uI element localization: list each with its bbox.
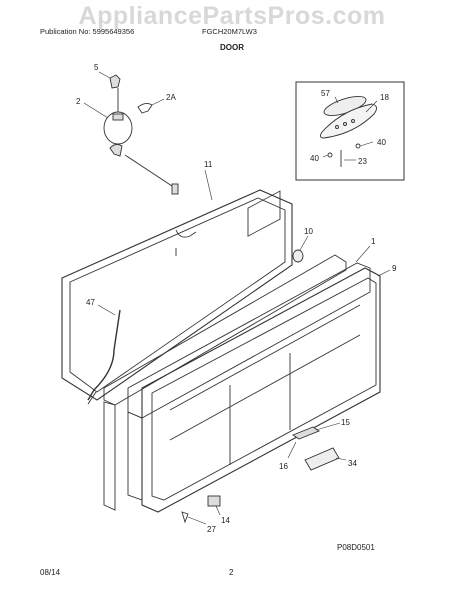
inset-handle-part	[319, 96, 377, 167]
callout-27: 27	[207, 525, 216, 534]
callout-16: 16	[279, 462, 288, 471]
callout-1: 1	[371, 237, 376, 246]
watermark: AppliancePartsPros.com	[78, 2, 386, 30]
model-number: FGCH20M7LW3	[202, 27, 257, 36]
callout-2a: 2A	[166, 93, 176, 102]
callout-2: 2	[76, 97, 81, 106]
publication-number: Publication No: 5995649356	[40, 27, 135, 36]
callout-labels: 5 2 2A 11 10 1 9 47 15 16 34 14 27 57 18…	[76, 63, 397, 534]
hinge-parts	[103, 74, 197, 256]
lock-part	[292, 426, 320, 440]
door-outer-panel	[127, 190, 381, 513]
callout-5: 5	[94, 63, 99, 72]
callout-15: 15	[341, 418, 350, 427]
hinge-block	[207, 495, 221, 507]
callout-23: 23	[358, 157, 367, 166]
callout-11: 11	[204, 160, 213, 169]
callout-18: 18	[380, 93, 389, 102]
callout-47: 47	[86, 298, 95, 307]
page-title: DOOR	[220, 43, 244, 52]
screw-part	[181, 511, 189, 524]
footer-date: 08/14	[40, 568, 61, 577]
callout-40-left: 40	[310, 154, 319, 163]
door-gasket	[61, 189, 293, 401]
page-number: 2	[229, 568, 234, 577]
callout-9: 9	[392, 264, 397, 273]
callout-40-right: 40	[377, 138, 386, 147]
door-liner	[103, 254, 347, 406]
rod-part	[87, 309, 121, 401]
callout-10: 10	[304, 227, 313, 236]
callout-57: 57	[321, 89, 330, 98]
inset-box	[295, 81, 405, 181]
callout-14: 14	[221, 516, 230, 525]
cap-part	[292, 249, 304, 263]
callout-34: 34	[348, 459, 357, 468]
cover-part	[304, 447, 340, 471]
diagram-code: P08D0501	[337, 543, 375, 552]
